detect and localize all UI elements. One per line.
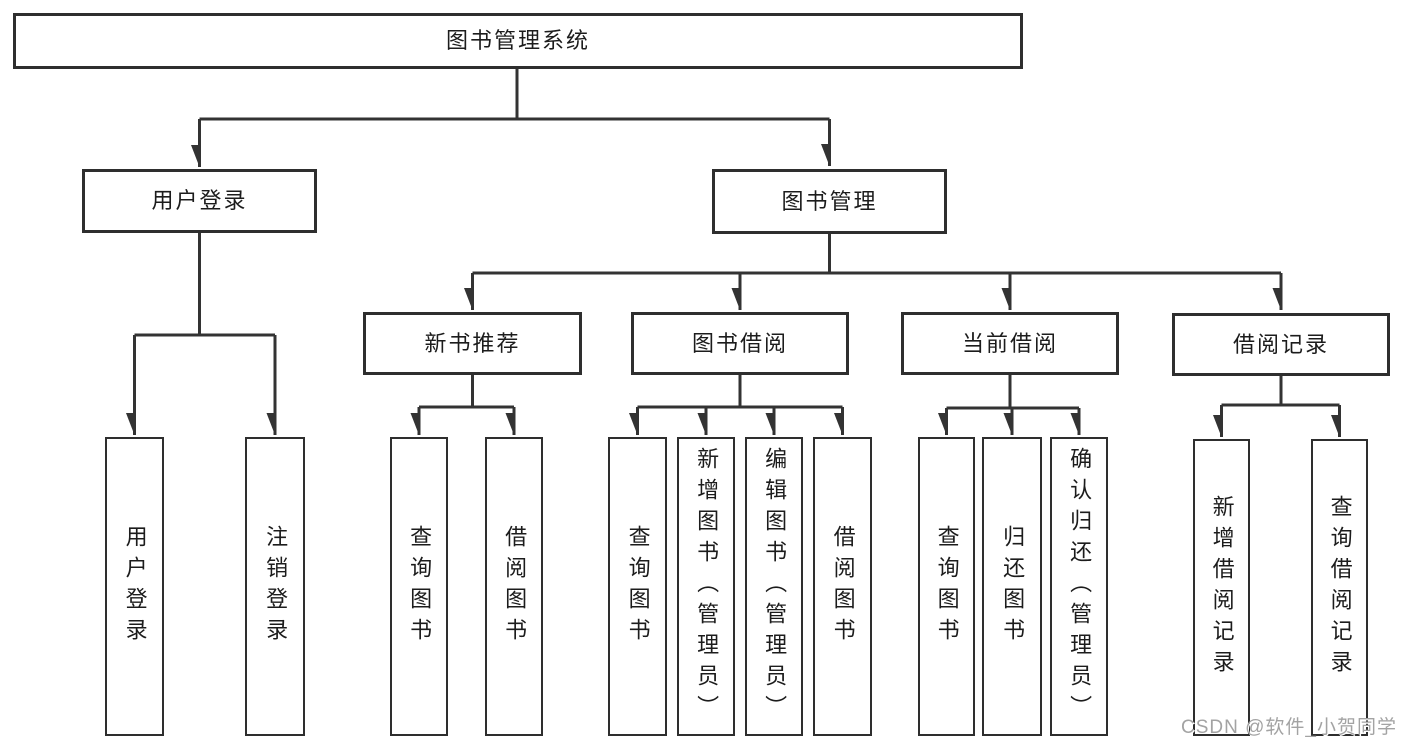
connector-book-borrow-split <box>637 375 843 409</box>
node-leaf-bb-edit-book: 编辑图书（管理员） <box>745 437 803 736</box>
node-leaf-cb-confirm-return: 确认归还（管理员） <box>1050 437 1108 736</box>
node-borrow-records-label: 借阅记录 <box>1232 331 1329 357</box>
leaf-rec-borrow-book-label: 借阅图书 <box>502 524 528 649</box>
node-leaf-cb-query-book: 查询图书 <box>918 437 975 736</box>
leaf-cb-query-book-label: 查询图书 <box>934 524 960 649</box>
node-user-login-label: 用户登录 <box>151 188 248 213</box>
node-current-borrow: 当前借阅 <box>901 312 1119 375</box>
node-leaf-br-query-record: 查询借阅记录 <box>1311 439 1368 736</box>
leaf-bb-query-book-label: 查询图书 <box>625 524 651 649</box>
node-leaf-rec-borrow-book: 借阅图书 <box>485 437 543 736</box>
connector-borrow-records-split <box>1221 376 1340 407</box>
leaf-user-login-label: 用户登录 <box>122 524 148 649</box>
node-leaf-logout: 注销登录 <box>245 437 305 736</box>
leaf-bb-borrow-book-label: 借阅图书 <box>830 524 856 649</box>
node-new-book-rec: 新书推荐 <box>363 312 582 375</box>
leaf-br-add-record-label: 新增借阅记录 <box>1209 494 1235 681</box>
node-new-book-rec-label: 新书推荐 <box>424 330 521 356</box>
leaf-br-query-record-label: 查询借阅记录 <box>1327 494 1353 681</box>
leaf-cb-return-book-label: 归还图书 <box>1000 524 1026 649</box>
leaf-bb-add-book-label: 新增图书（管理员） <box>694 447 720 726</box>
node-current-borrow-label: 当前借阅 <box>961 330 1058 356</box>
node-leaf-cb-return-book: 归还图书 <box>982 437 1042 736</box>
node-leaf-bb-borrow-book: 借阅图书 <box>813 437 872 736</box>
node-book-borrow-label: 图书借阅 <box>691 330 788 356</box>
connector-user-login-split <box>134 233 275 337</box>
node-leaf-bb-query-book: 查询图书 <box>608 437 667 736</box>
connector-new-book-rec-split <box>419 375 514 409</box>
node-root: 图书管理系统 <box>13 13 1023 69</box>
leaf-rec-query-book-label: 查询图书 <box>407 524 433 649</box>
node-borrow-records: 借阅记录 <box>1172 313 1390 376</box>
node-leaf-user-login: 用户登录 <box>105 437 164 736</box>
node-book-mgmt-label: 图书管理 <box>781 188 878 214</box>
node-book-borrow: 图书借阅 <box>631 312 849 375</box>
node-leaf-rec-query-book: 查询图书 <box>390 437 448 736</box>
node-root-label: 图书管理系统 <box>445 28 590 53</box>
node-book-mgmt: 图书管理 <box>712 169 947 234</box>
node-leaf-br-add-record: 新增借阅记录 <box>1193 439 1250 736</box>
node-leaf-bb-add-book: 新增图书（管理员） <box>677 437 735 736</box>
leaf-logout-label: 注销登录 <box>263 524 289 649</box>
connector-book-mgmt-split <box>472 234 1281 275</box>
node-user-login: 用户登录 <box>82 169 317 233</box>
connector-root-split <box>199 69 830 121</box>
connector-current-borrow-split <box>946 375 1079 410</box>
leaf-cb-confirm-return-label: 确认归还（管理员） <box>1067 447 1093 726</box>
leaf-bb-edit-book-label: 编辑图书（管理员） <box>762 447 788 726</box>
